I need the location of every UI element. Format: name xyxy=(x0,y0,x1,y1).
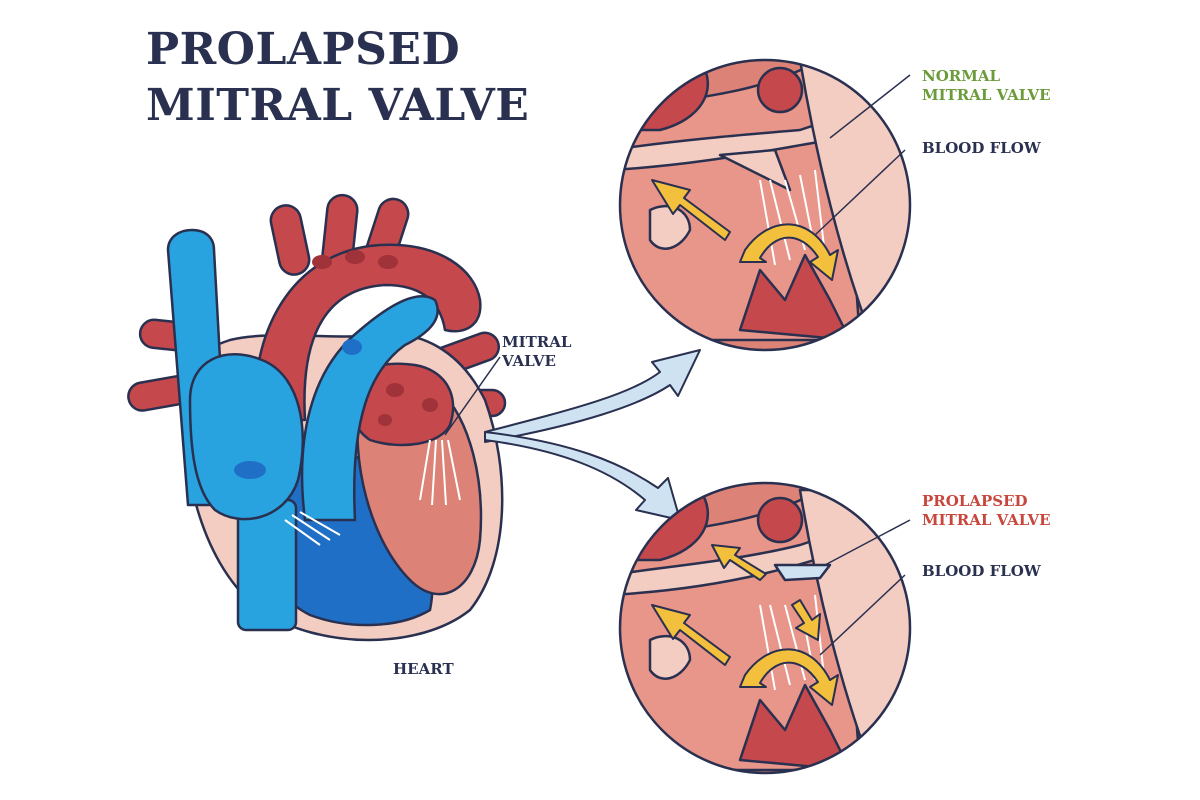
mitral-valve-pointer xyxy=(444,356,501,436)
heart-illustration xyxy=(127,193,507,642)
arch-spots xyxy=(312,250,398,269)
prolapsed-valve-label: PROLAPSED MITRAL VALVE xyxy=(922,492,1051,529)
arrow-to-normal xyxy=(484,349,701,443)
normal-valve-pointer xyxy=(829,74,911,139)
zoom-arrows xyxy=(484,349,701,521)
right-atrium xyxy=(188,353,304,521)
title-line-1: PROLAPSED xyxy=(146,24,461,75)
blood-flow-arrows-bottom xyxy=(651,544,839,706)
normal-valve-label: NORMAL MITRAL VALVE xyxy=(922,67,1051,104)
arrow-to-prolapsed xyxy=(484,431,681,521)
blood-flow-arrows-top xyxy=(651,179,839,281)
aortic-arch xyxy=(253,243,482,422)
pulmonary-trunk xyxy=(300,295,439,522)
mitral-valve-label: MITRAL VALVE xyxy=(502,333,572,370)
title-line-2: MITRAL VALVE xyxy=(146,80,530,131)
normal-valve-view xyxy=(618,58,912,352)
prolapsed-valve-pointer xyxy=(824,519,911,566)
heart-label: HEART xyxy=(393,660,454,678)
blood-flow-pointer-bottom xyxy=(819,574,906,656)
blood-flow-pointer-top xyxy=(814,149,906,236)
blood-flow-label-bottom: BLOOD FLOW xyxy=(922,562,1041,580)
prolapsed-valve-view xyxy=(618,481,912,775)
mitral-chordae xyxy=(419,439,461,506)
atrium-spots xyxy=(378,383,438,426)
blood-flow-label-top: BLOOD FLOW xyxy=(922,139,1041,157)
tricuspid-chordae xyxy=(284,511,341,546)
page-title: PROLAPSED MITRAL VALVE xyxy=(146,22,529,134)
